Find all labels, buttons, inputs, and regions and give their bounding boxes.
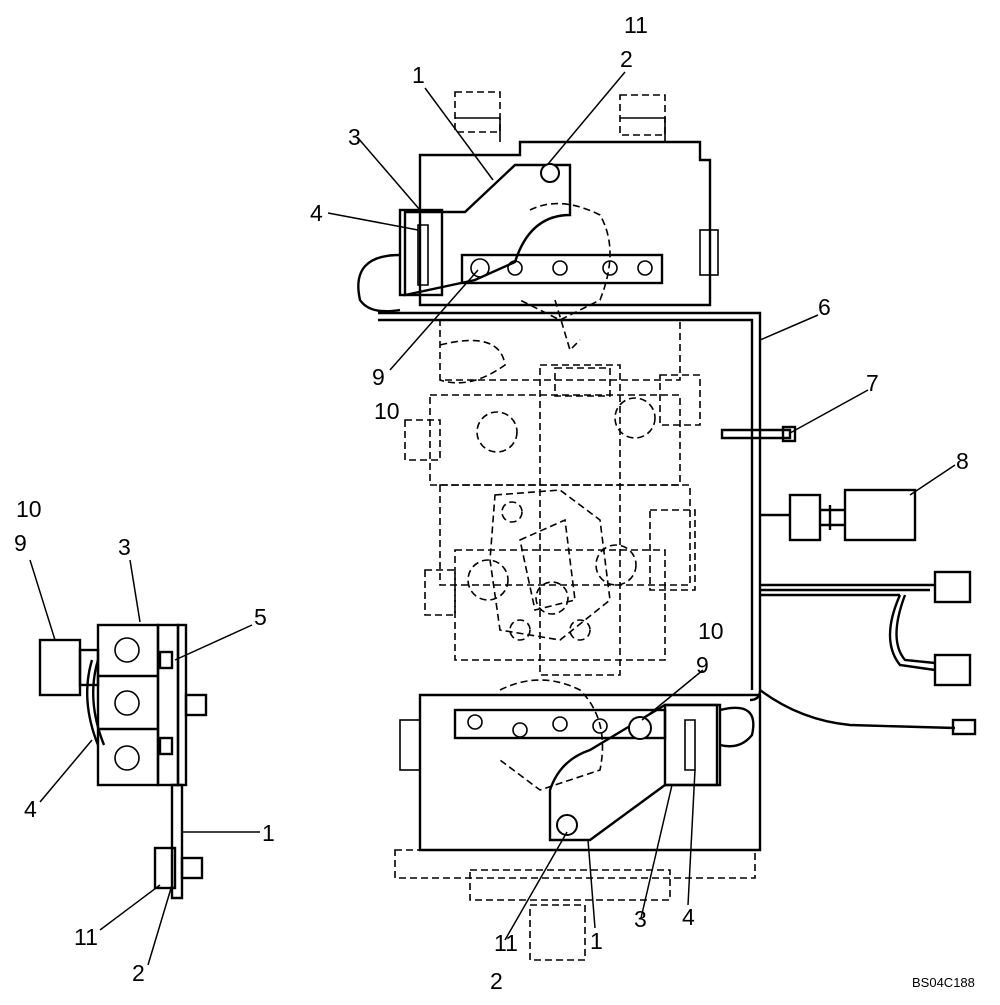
drawing-code: BS04C188	[912, 975, 975, 990]
callout-5-side: 5	[254, 604, 267, 630]
leader-lines	[29, 71, 956, 966]
callout-6: 6	[818, 294, 831, 320]
callout-10-top: 10	[374, 398, 400, 424]
callout-1-side: 1	[262, 820, 275, 846]
callout-4-side: 4	[24, 796, 37, 822]
callout-1-top: 1	[412, 62, 425, 88]
callout-7: 7	[866, 370, 879, 396]
bottom-bracket	[453, 679, 755, 842]
callout-3-top: 3	[348, 124, 361, 150]
valve-body-outline	[394, 91, 756, 961]
callout-9-side: 9	[14, 530, 27, 556]
callout-9-top: 9	[372, 364, 385, 390]
callout-10-side: 10	[16, 496, 42, 522]
wiring-harness	[378, 311, 977, 736]
callout-11-bottom: 11	[494, 930, 518, 956]
callout-3-bottom: 3	[634, 906, 647, 932]
side-view-assembly	[38, 623, 208, 900]
top-bracket	[357, 163, 664, 352]
callout-3-side: 3	[118, 534, 131, 560]
callout-4-bottom: 4	[682, 904, 695, 930]
top-valve-section	[418, 117, 719, 307]
callout-11-top: 11	[624, 12, 648, 38]
bottom-valve-section	[399, 693, 762, 852]
callout-4-top: 4	[310, 200, 323, 226]
callout-2-bottom: 2	[490, 968, 503, 994]
callout-2-top: 2	[620, 46, 633, 72]
callout-10-bottom: 10	[698, 618, 724, 644]
callout-8: 8	[956, 448, 969, 474]
callout-9-bottom: 9	[696, 652, 709, 678]
callout-1-bottom: 1	[590, 928, 603, 954]
callout-2-side: 2	[132, 960, 145, 986]
callout-11-side: 11	[74, 924, 98, 950]
